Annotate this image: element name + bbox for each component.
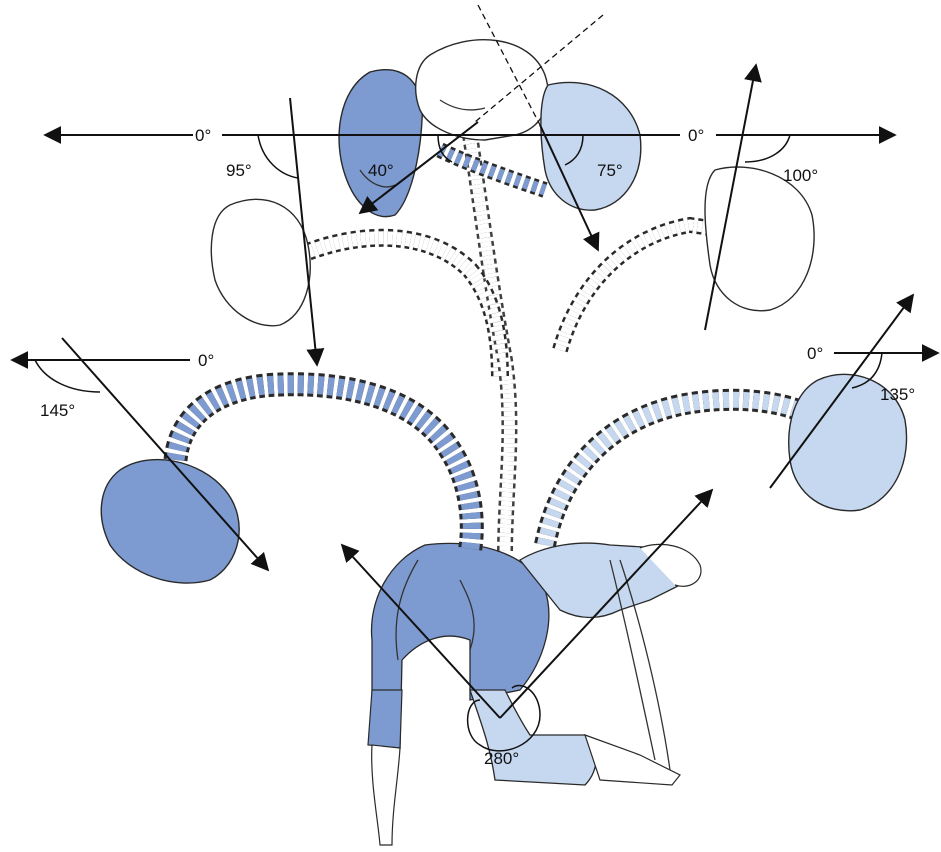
skull-flexion-145 bbox=[100, 458, 240, 584]
label-angle-95: 95° bbox=[226, 161, 252, 180]
skull-extension-135 bbox=[788, 373, 908, 512]
spine-flexion-95 bbox=[296, 228, 509, 381]
extension-backbend-figure bbox=[469, 542, 702, 786]
label-angle-280: 280° bbox=[484, 749, 520, 768]
arrow-total-280 bbox=[340, 488, 714, 719]
label-mid-right-zero: 0° bbox=[807, 344, 824, 363]
skull-extension-100 bbox=[704, 166, 815, 312]
label-angle-75: 75° bbox=[597, 161, 623, 180]
spine-extension-100 bbox=[552, 216, 727, 353]
spine-neutral bbox=[462, 133, 518, 556]
label-angle-135: 135° bbox=[880, 385, 916, 404]
label-angle-145: 145° bbox=[40, 401, 76, 420]
label-top-left-zero: 0° bbox=[193, 126, 214, 145]
angle-arcs bbox=[34, 134, 883, 752]
arrow-extension-75 bbox=[539, 124, 600, 252]
skull-flexion-95 bbox=[210, 198, 311, 327]
label-angle-100: 100° bbox=[783, 166, 819, 185]
arrow-extension-100 bbox=[704, 63, 762, 331]
skull-extension-75 bbox=[540, 81, 642, 211]
skull-flexion-40 bbox=[338, 68, 423, 218]
label-top-right-zero: 0° bbox=[686, 126, 707, 145]
arrow-flexion-95 bbox=[289, 97, 325, 367]
skull-neutral bbox=[415, 39, 549, 141]
dashed-head-axes bbox=[474, 4, 604, 126]
spine-extension-135 bbox=[534, 388, 815, 548]
spine-upper-cervical bbox=[436, 142, 548, 198]
label-mid-left-zero: 0° bbox=[198, 351, 215, 370]
flexion-kneeling-figure bbox=[367, 542, 550, 846]
arrow-flexion-40 bbox=[358, 121, 479, 215]
arrow-extension-135 bbox=[769, 293, 915, 489]
arrow-flexion-145 bbox=[61, 337, 270, 572]
label-angle-40: 40° bbox=[368, 161, 394, 180]
